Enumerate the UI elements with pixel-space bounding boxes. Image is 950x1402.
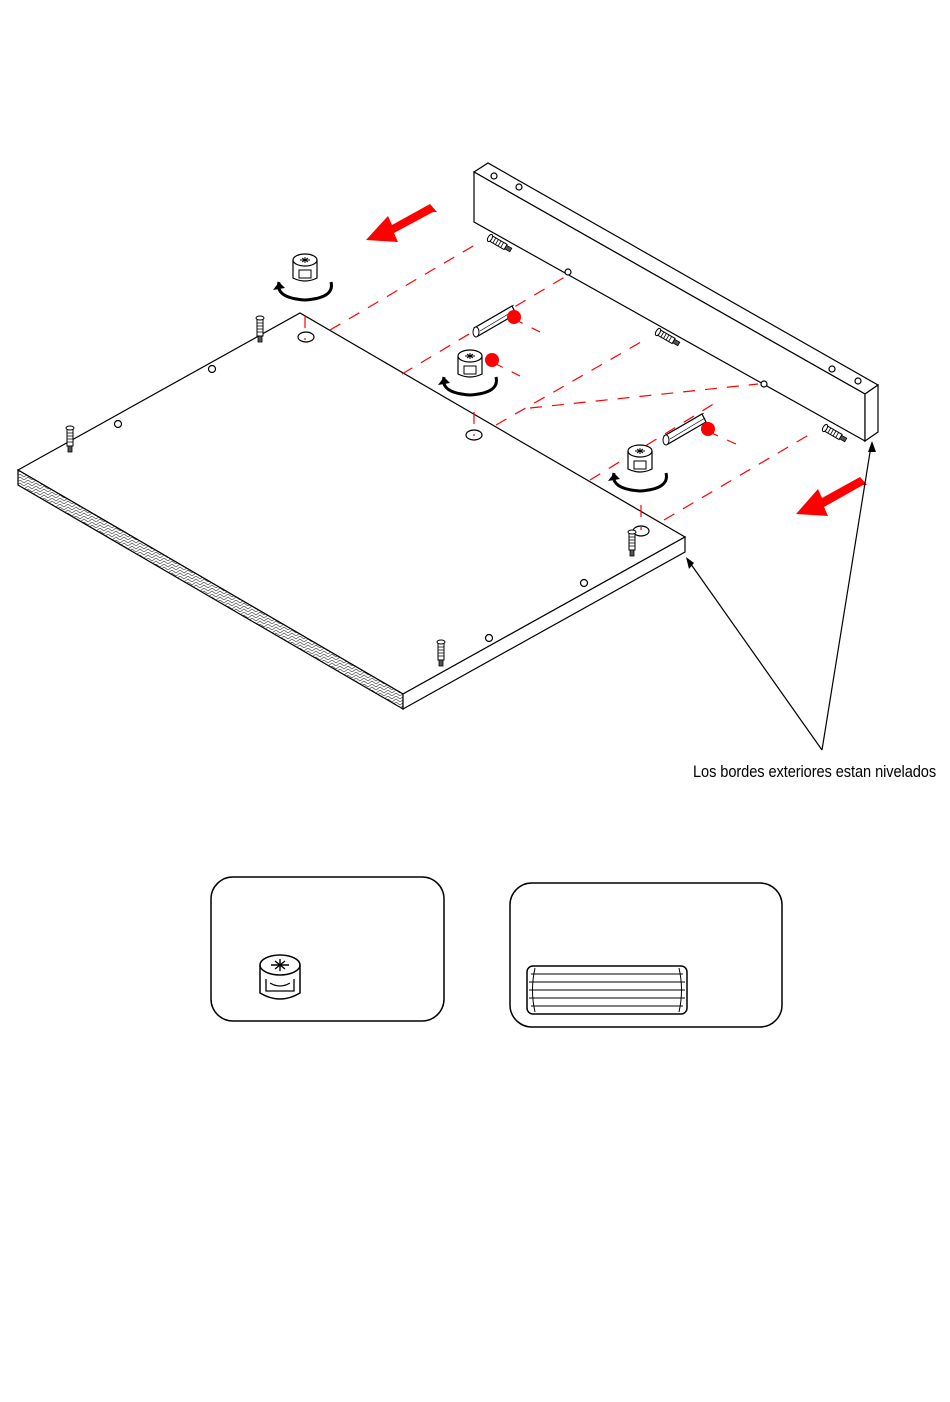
detail-box-dowel <box>510 883 782 1027</box>
push-direction-arrow-icon <box>366 204 437 242</box>
dowel <box>473 305 521 337</box>
detail-box-cam-lock <box>211 877 444 1021</box>
back-rail <box>474 163 878 441</box>
cam-lock <box>628 445 652 472</box>
dowel <box>663 413 715 445</box>
cam-lock <box>293 254 317 281</box>
callout-label: Los bordes exteriores estan nivelados <box>693 762 936 782</box>
bottom-panel <box>18 313 685 709</box>
push-direction-arrow-icon <box>796 477 867 516</box>
dowel-detail-icon <box>527 966 687 1014</box>
cam-lock-detail-icon <box>260 955 300 999</box>
rotation-arrow-icon <box>273 282 331 300</box>
rotation-arrow-icon <box>608 473 666 491</box>
cam-lock <box>458 350 482 377</box>
rotation-arrow-icon <box>438 377 496 395</box>
